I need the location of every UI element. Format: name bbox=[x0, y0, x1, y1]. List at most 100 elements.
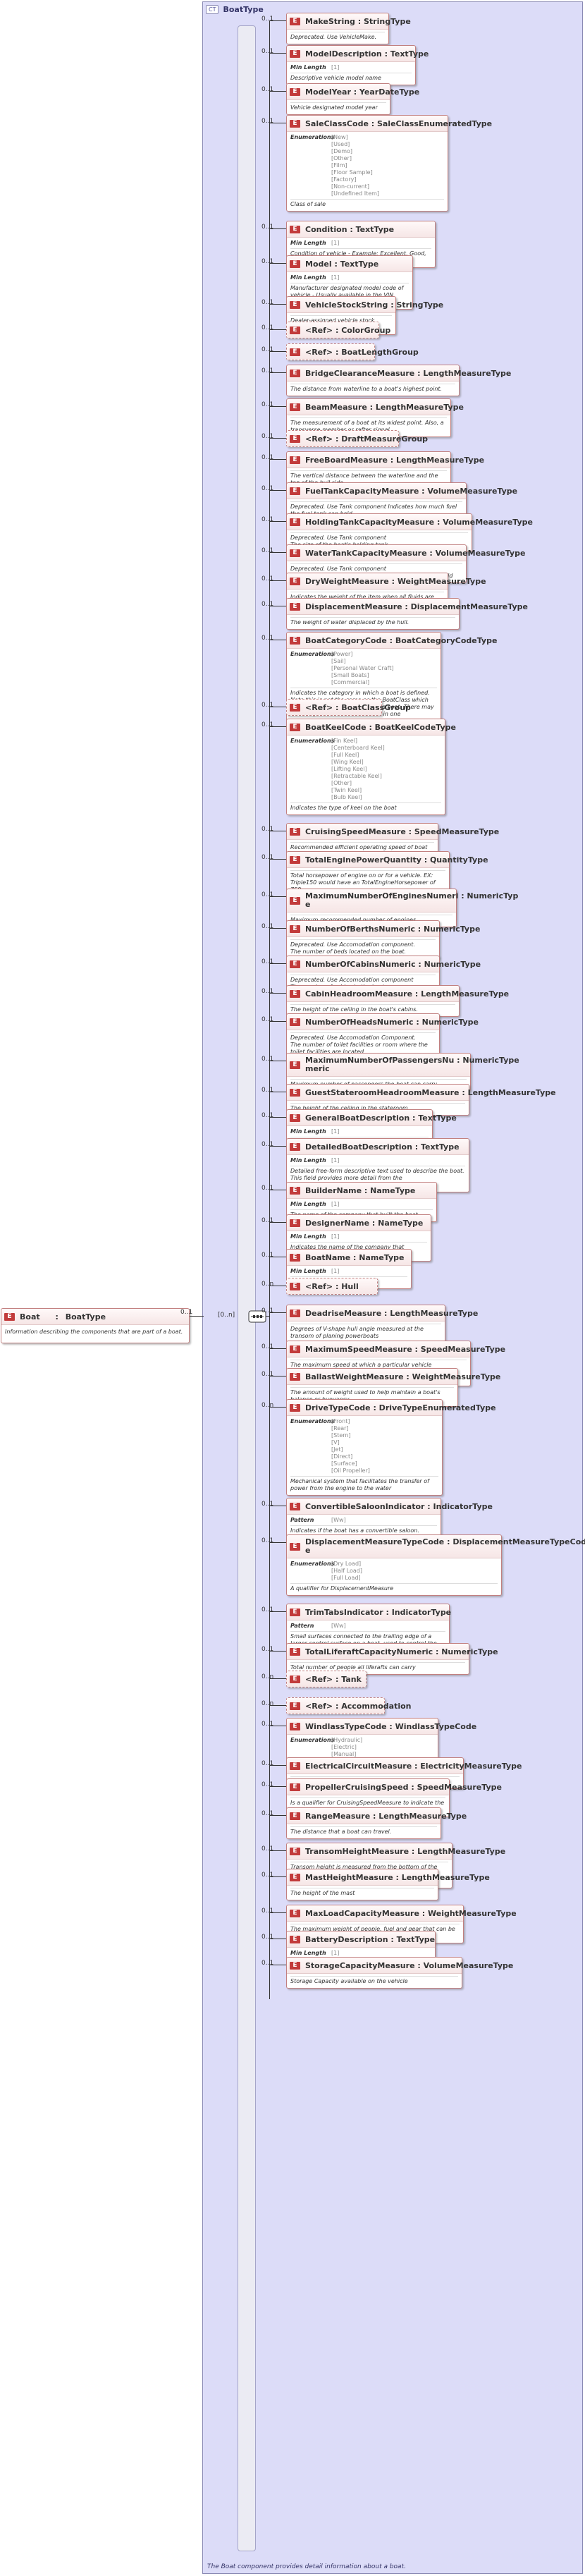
element-name: HoldingTankCapacityMeasure : VolumeMeasu… bbox=[305, 517, 533, 527]
element-name: DriveTypeCode : DriveTypeEnumeratedType bbox=[305, 1403, 496, 1412]
element-ref-ref[interactable]: E<Ref> : BoatLengthGroup bbox=[286, 343, 419, 360]
element-icon: E bbox=[290, 1675, 300, 1683]
element-documentation: A qualifier for DisplacementMeasure bbox=[290, 1583, 498, 1592]
element-icon: E bbox=[290, 326, 300, 334]
element-body: The height of the ceiling in the boat's … bbox=[287, 1002, 459, 1016]
element-connector bbox=[269, 928, 286, 929]
element-ref-ref[interactable]: E<Ref> : ColorGroup bbox=[286, 322, 390, 338]
element-occurrence: 0..1 bbox=[261, 923, 274, 930]
element-name: BridgeClearanceMeasure : LengthMeasureTy… bbox=[305, 368, 512, 378]
element-icon: E bbox=[290, 636, 300, 645]
element-name: NumberOfBerthsNumeric : NumericType bbox=[305, 924, 481, 934]
element-connector bbox=[269, 329, 286, 330]
facet-values: [1] bbox=[331, 1128, 339, 1135]
element-facet: Enumerations[Hydraulic][Electric][Manual… bbox=[290, 1737, 434, 1758]
element-icon: E bbox=[290, 260, 300, 268]
element-name: TrimTabsIndicator : IndicatorType bbox=[305, 1607, 452, 1617]
complex-type-documentation: The Boat component provides detail infor… bbox=[207, 2563, 406, 2570]
element-ref-ref[interactable]: E<Ref> : Tank bbox=[286, 1671, 367, 1687]
element-occurrence: 0..1 bbox=[261, 1646, 274, 1653]
element-name: BeamMeasure : LengthMeasureType bbox=[305, 402, 464, 412]
element-connector bbox=[269, 1407, 286, 1408]
element-occurrence: 0..n bbox=[261, 1673, 274, 1680]
element-name: SaleClassCode : SaleClassEnumeratedType bbox=[305, 118, 493, 128]
element-occurrence: 0..1 bbox=[261, 118, 274, 125]
facet-values: [Ww] bbox=[331, 1517, 346, 1524]
element-occurrence: 0..1 bbox=[261, 1960, 274, 1967]
element-ref-ref[interactable]: E<Ref> : DraftMeasureGroup bbox=[286, 430, 428, 447]
element-ref-ref[interactable]: E<Ref> : BoatClassGroup bbox=[286, 699, 411, 716]
element-occurrence: 0..1 bbox=[261, 854, 274, 861]
element-facet: Enumerations[Dry Load][Half Load][Full L… bbox=[290, 1561, 498, 1582]
element-name: WaterTankCapacityMeasure : VolumeMeasure… bbox=[305, 548, 526, 558]
element-occurrence: 0..1 bbox=[261, 433, 274, 440]
element-name: ModelDescription : TextType bbox=[305, 49, 429, 59]
facet-value: [Jet] bbox=[331, 1446, 343, 1453]
element-icon: E bbox=[290, 348, 300, 356]
element-facet: Enumerations[Fin Keel][Centerboard Keel]… bbox=[290, 738, 441, 801]
element-name: DisplacementMeasure : DisplacementMeasur… bbox=[305, 602, 528, 611]
element-connector bbox=[269, 1611, 286, 1612]
root-element-documentation: Information describing the components th… bbox=[5, 1329, 183, 1335]
element-ref-ref[interactable]: E<Ref> : Accommodation bbox=[286, 1697, 412, 1714]
facet-value: [Undefined Item] bbox=[331, 190, 380, 197]
element-header: E<Ref> : Hull bbox=[287, 1278, 377, 1294]
facet-value: [Film] bbox=[331, 162, 347, 169]
facet-value: [1] bbox=[331, 64, 340, 71]
element-connector bbox=[269, 53, 286, 54]
element-occurrence: 0..1 bbox=[261, 1537, 274, 1544]
element-documentation: Recommended efficient operating speed of… bbox=[290, 842, 434, 851]
element-icon: E bbox=[290, 1812, 300, 1820]
element-name: MakeString : StringType bbox=[305, 16, 411, 26]
root-element-boat[interactable]: E Boat : BoatType Information describing… bbox=[1, 1308, 190, 1343]
facet-label: Enumerations bbox=[290, 134, 335, 140]
facet-value: [1] bbox=[331, 240, 340, 246]
element-ref-ref[interactable]: E<Ref> : Hull bbox=[286, 1278, 378, 1295]
element-body: Pattern[Ww]Indicates if the boat has a c… bbox=[287, 1515, 441, 1537]
element-name: NumberOfHeadsNumeric : NumericType bbox=[305, 1017, 479, 1027]
element-occurrence: 0..1 bbox=[261, 1810, 274, 1817]
element-name: DeadriseMeasure : LengthMeasureType bbox=[305, 1308, 479, 1318]
element-icon: E bbox=[290, 1345, 300, 1353]
facet-value: [Retractable Keel] bbox=[331, 773, 382, 779]
facet-label: Enumerations bbox=[290, 651, 335, 657]
facet-value: [Used] bbox=[331, 141, 350, 147]
element-icon: E bbox=[290, 1909, 300, 1917]
element-name: RangeMeasure : LengthMeasureType bbox=[305, 1811, 467, 1821]
element-icon: E bbox=[290, 855, 300, 864]
element-body: Vehicle designated model year bbox=[287, 100, 390, 114]
facet-value: [Commercial] bbox=[331, 679, 370, 685]
facet-value: [Surface] bbox=[331, 1460, 357, 1467]
element-name: MastHeightMeasure : LengthMeasureType bbox=[305, 1872, 490, 1882]
element-icon: E bbox=[290, 549, 300, 557]
element-occurrence: 0..1 bbox=[261, 1307, 274, 1314]
element-body: Enumerations[Fin Keel][Centerboard Keel]… bbox=[287, 735, 445, 814]
